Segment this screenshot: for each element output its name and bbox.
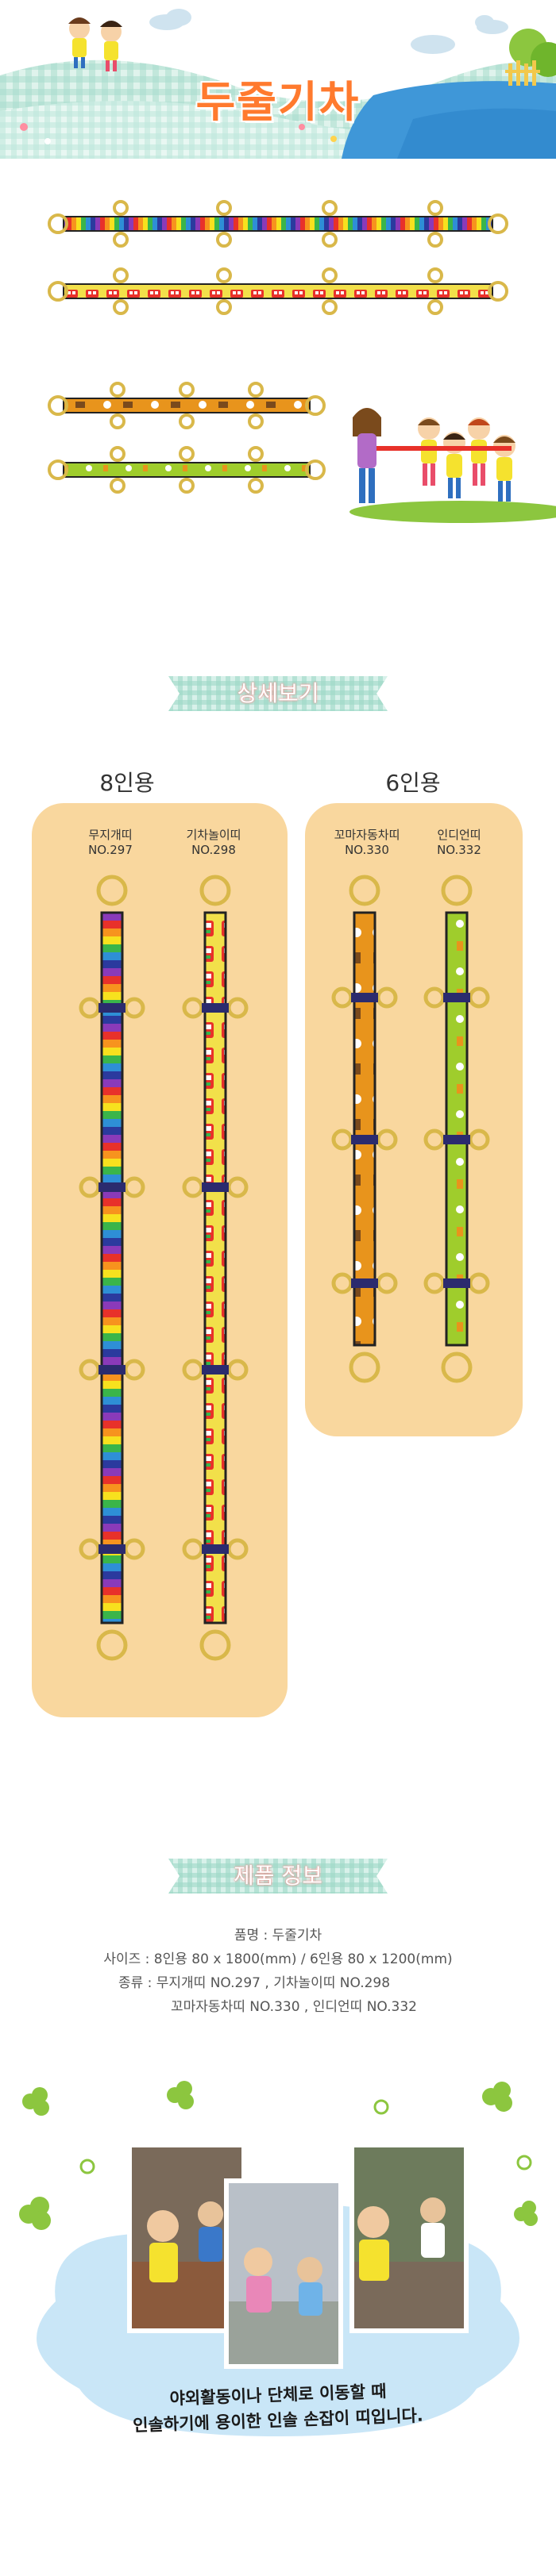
indian-strap-horizontal bbox=[48, 446, 326, 494]
info-line-size: 사이즈 : 8인용 80 x 1800(mm) / 6인용 80 x 1200(… bbox=[103, 1951, 453, 1967]
strap-298-name: 기차놀이띠 bbox=[186, 828, 241, 842]
info-line-types: 종류 : 무지개띠 NO.297 , 기차놀이띠 NO.298 bbox=[118, 1975, 391, 1991]
rainbow-strap-vertical bbox=[79, 875, 145, 1661]
photo-right bbox=[349, 2143, 469, 2333]
group8-straps-vertical bbox=[79, 875, 249, 1661]
ribbon-background bbox=[168, 676, 388, 711]
info-section-ribbon: 제품 정보 bbox=[168, 1854, 388, 1898]
train-strap-vertical bbox=[182, 875, 249, 1661]
strap-332-name: 인디언띠 bbox=[437, 828, 481, 842]
group8-heading: 8인용 bbox=[99, 770, 155, 796]
strap-297-code: NO.297 bbox=[88, 843, 133, 857]
photo-collage bbox=[19, 2081, 538, 2436]
strap-330-code: NO.330 bbox=[345, 843, 389, 857]
rainbow-strap-horizontal bbox=[48, 200, 508, 248]
strap-332-code: NO.332 bbox=[437, 843, 481, 857]
info-section-title: 제품 정보 bbox=[234, 1863, 322, 1889]
strap-330-name: 꼬마자동차띠 bbox=[334, 828, 400, 842]
group6-heading: 6인용 bbox=[385, 770, 441, 796]
strap-332-label: 인디언띠 NO.332 bbox=[413, 828, 505, 858]
group8-panel bbox=[32, 803, 288, 1717]
car-strap-vertical bbox=[331, 875, 398, 1383]
info-line-types-2: 꼬마자동차띠 NO.330 , 인디언띠 NO.332 bbox=[171, 1999, 417, 2015]
strap-overview bbox=[48, 200, 556, 523]
clover-decoration bbox=[19, 2081, 538, 2230]
car-strap-horizontal bbox=[48, 382, 326, 429]
header-banner: 두줄기차 bbox=[0, 0, 556, 159]
strap-298-label: 기차놀이띠 NO.298 bbox=[170, 828, 257, 858]
strap-330-label: 꼬마자동차띠 NO.330 bbox=[321, 828, 413, 858]
group6-straps-vertical bbox=[331, 875, 490, 1383]
strap-297-label: 무지개띠 NO.297 bbox=[67, 828, 154, 858]
info-line-name: 품명 : 두줄기차 bbox=[234, 1928, 322, 1944]
indian-strap-vertical bbox=[423, 875, 490, 1383]
train-strap-horizontal bbox=[48, 267, 508, 315]
page-title: 두줄기차 bbox=[195, 77, 361, 127]
detail-section-title: 상세보기 bbox=[237, 680, 319, 706]
kids-with-strap-illustration bbox=[349, 408, 556, 523]
ribbon-background bbox=[168, 1859, 388, 1894]
group6-panel bbox=[305, 803, 523, 1436]
kid-illustration bbox=[68, 17, 122, 71]
strap-297-name: 무지개띠 bbox=[88, 828, 133, 842]
photo-center bbox=[224, 2178, 343, 2369]
header-illustration bbox=[0, 9, 556, 159]
detail-section-ribbon: 상세보기 bbox=[168, 671, 388, 716]
strap-298-code: NO.298 bbox=[191, 843, 236, 857]
